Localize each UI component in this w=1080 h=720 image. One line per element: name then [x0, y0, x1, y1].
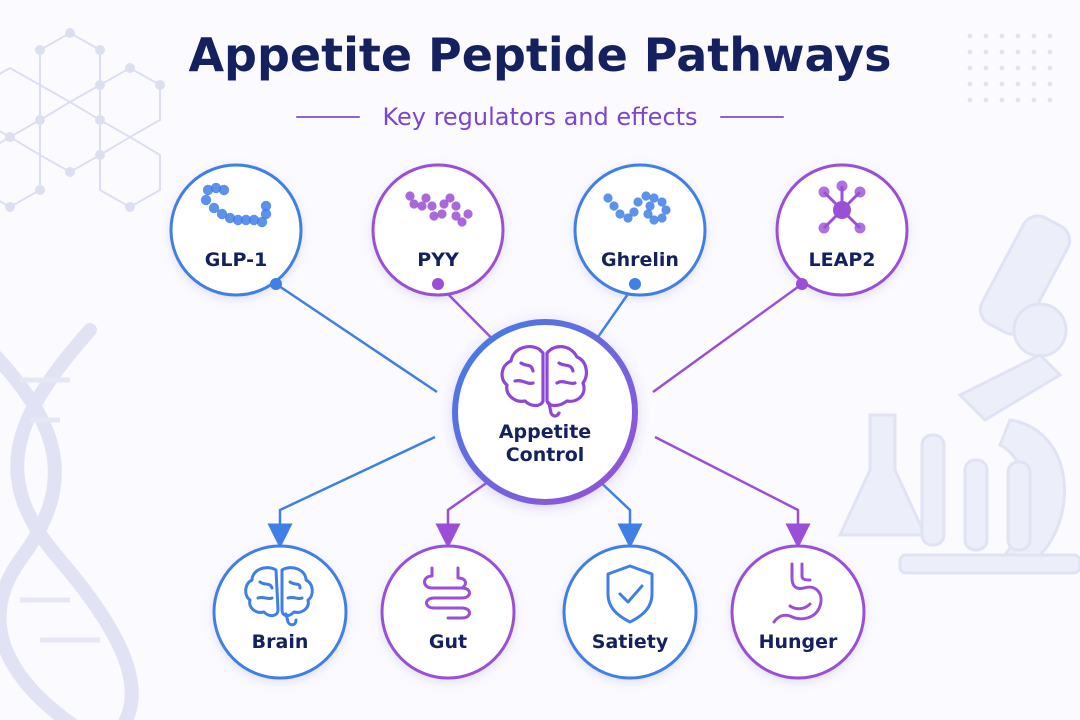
effect-label: Gut	[429, 631, 467, 653]
page-subtitle: Key regulators and effects	[382, 103, 698, 131]
link-glp-1	[275, 282, 438, 394]
brain-icon	[500, 345, 588, 418]
page-title: Appetite Peptide Pathways	[188, 28, 892, 82]
brain-icon	[244, 566, 314, 627]
effect-label: Brain	[252, 631, 309, 653]
stomach-icon	[772, 562, 823, 624]
link-leap2	[652, 282, 803, 394]
center-node-appetite-control: Appetite Control	[435, 302, 655, 522]
lab-equipment-decoration	[837, 214, 1080, 575]
effect-ring	[212, 544, 348, 680]
intestine-icon	[423, 566, 471, 620]
regulator-node-leap2: LEAP2	[775, 163, 909, 297]
subtitle-divider-left	[296, 116, 361, 118]
effect-node-satiety: Satiety	[562, 544, 698, 680]
regulator-ring	[573, 163, 707, 297]
effect-label: Hunger	[759, 631, 838, 653]
connection-lines	[267, 282, 811, 549]
effect-node-hunger: Hunger	[730, 544, 866, 680]
regulator-ring	[169, 163, 303, 297]
hexagon-lattice-decoration	[0, 28, 165, 212]
effect-node-brain: Brain	[212, 544, 348, 680]
regulator-label: PYY	[417, 249, 459, 271]
regulator-node-glp-1: GLP-1	[169, 163, 303, 297]
shield-check-icon	[606, 564, 654, 624]
regulator-ring	[371, 163, 505, 297]
peptide-loop-icon	[603, 191, 671, 225]
regulator-label: Ghrelin	[601, 249, 679, 271]
regulator-node-pyy: PYY	[371, 163, 505, 297]
center-label-line1: Appetite	[499, 421, 591, 443]
subtitle-divider-right	[719, 116, 784, 118]
center-ring	[452, 319, 638, 505]
effect-nodes: Brain Gut Satiety Hunger	[212, 544, 866, 680]
regulator-nodes: GLP-1 PYY Ghrelin LEAP2	[169, 163, 909, 297]
effect-ring	[562, 544, 698, 680]
regulator-label: LEAP2	[809, 249, 876, 271]
connector-dot	[629, 278, 641, 290]
arrow-brain	[267, 435, 436, 549]
regulator-ring	[775, 163, 909, 297]
connector-dot	[432, 278, 444, 290]
effect-ring	[730, 544, 866, 680]
regulator-node-ghrelin: Ghrelin	[573, 163, 707, 297]
connector-dot	[270, 278, 282, 290]
subtitle-row: Key regulators and effects	[0, 100, 1080, 134]
regulator-label: GLP-1	[205, 249, 267, 271]
peptide-chain-icon	[200, 182, 272, 228]
molecule-icon	[818, 180, 866, 234]
peptide-coil-icon	[405, 191, 473, 227]
connector-dot	[796, 278, 808, 290]
effect-label: Satiety	[592, 631, 669, 653]
dot-grid-decoration	[967, 33, 1053, 103]
dna-helix-decoration	[0, 323, 139, 720]
dna-rungs-decoration	[20, 377, 100, 643]
center-label-line2: Control	[506, 444, 585, 466]
arrow-hunger	[654, 435, 811, 549]
effect-node-gut: Gut	[380, 544, 516, 680]
effect-ring	[380, 544, 516, 680]
